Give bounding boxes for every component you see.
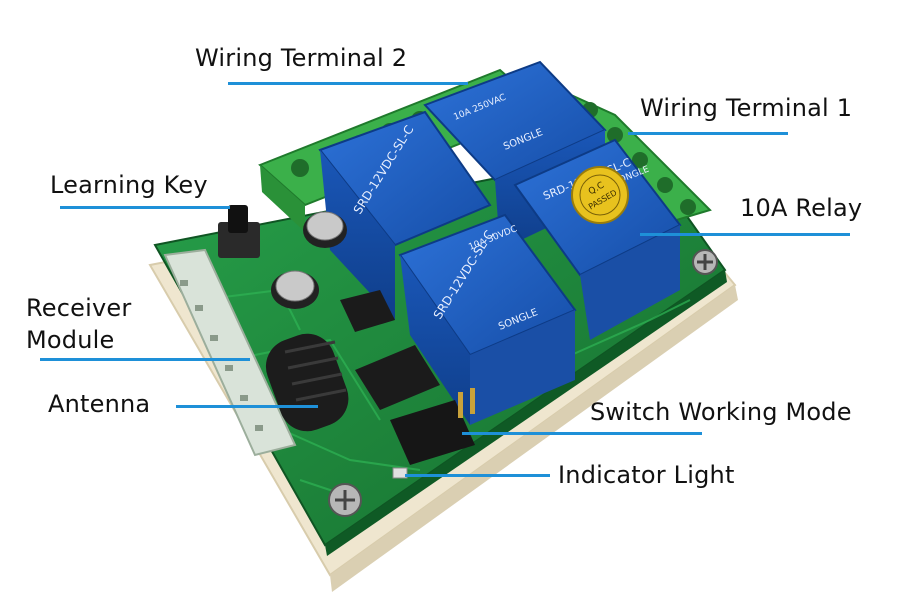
indicator-led — [392, 467, 408, 479]
relay-front-left — [398, 213, 577, 425]
qc-passed-sticker: Q.C PASSED — [571, 166, 629, 224]
label-receiver-module-line2: Module — [26, 326, 115, 354]
leader-indicator-light — [405, 474, 550, 477]
leader-switch-working-mode — [462, 432, 702, 435]
leader-wiring-terminal-1 — [628, 132, 788, 135]
label-receiver-module-line1: Receiver — [26, 294, 132, 322]
leader-receiver-module — [40, 358, 250, 361]
insulation-base-edge — [330, 285, 738, 592]
leader-10a-relay — [640, 233, 850, 236]
receiver-module — [163, 248, 297, 457]
leader-wiring-terminal-2 — [228, 82, 468, 85]
relay-back-left — [318, 110, 492, 320]
mode-jumper — [390, 388, 475, 465]
learning-key-button — [218, 205, 260, 258]
label-wiring-terminal-1: Wiring Terminal 1 — [640, 94, 853, 122]
ic-chips — [340, 290, 440, 410]
label-indicator-light: Indicator Light — [558, 461, 735, 489]
leader-learning-key — [60, 206, 230, 209]
label-wiring-terminal-2: Wiring Terminal 2 — [195, 44, 408, 72]
label-antenna: Antenna — [48, 390, 151, 418]
label-learning-key: Learning Key — [50, 171, 208, 199]
pcb-board-edge — [325, 270, 727, 556]
leader-antenna — [176, 405, 318, 408]
label-switch-working-mode: Switch Working Mode — [590, 398, 852, 426]
label-10a-relay: 10A Relay — [740, 194, 863, 222]
capacitors — [271, 211, 347, 309]
